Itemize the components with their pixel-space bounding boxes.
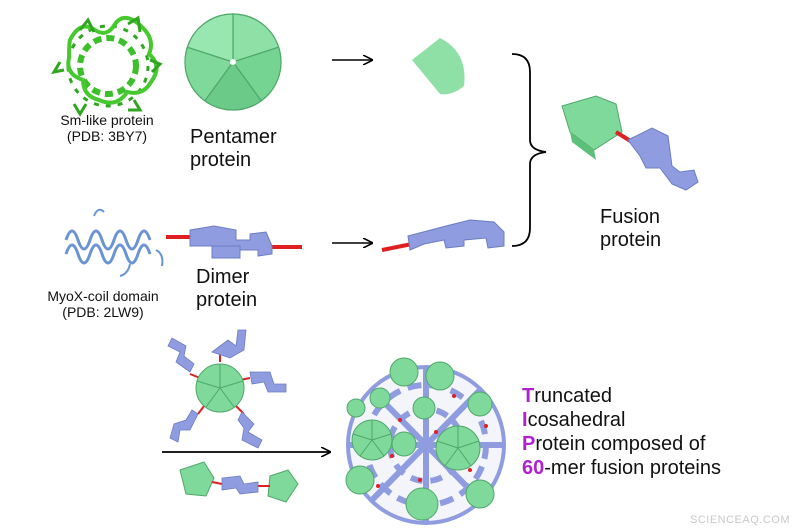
tip-row-1: Truncated <box>522 384 721 408</box>
myox-pdb: (PDB: 2LW9) <box>62 304 144 321</box>
pentamer-subunit <box>412 38 465 95</box>
tip-text-4: -mer fusion proteins <box>544 457 721 479</box>
pentamer-protein <box>184 13 282 111</box>
fusion-protein <box>561 95 699 191</box>
tip-row-4: 60-mer fusion proteins <box>522 456 721 480</box>
dimer-label-line2: protein <box>196 289 258 311</box>
pentamer-label-line1: Pentamer <box>190 126 277 148</box>
tip-accent-3: P <box>522 433 536 455</box>
sm-like-protein-label: Sm-like protein (PDB: 3BY7) <box>42 112 172 144</box>
linked-subunit-pair <box>179 461 299 503</box>
sm-like-ribbon-structure <box>50 15 163 117</box>
tip-accent-1: T <box>522 385 535 407</box>
tip-row-2: Icosahedral <box>522 408 721 432</box>
icosahedral-cage <box>345 357 506 525</box>
dimer-label-line1: Dimer <box>196 266 250 288</box>
sm-like-pdb: (PDB: 3BY7) <box>66 128 148 145</box>
pentamer-protein-label: Pentamer protein <box>190 126 277 172</box>
tip-text-1: runcated <box>534 385 613 407</box>
sm-like-name: Sm-like protein <box>60 112 154 128</box>
fusion-label-line1: Fusion <box>600 206 661 228</box>
tip-accent-2: I <box>522 409 528 431</box>
tip-text-3: rotein composed of <box>535 433 706 455</box>
pentamer-with-arms <box>167 329 287 449</box>
dimer-protein <box>166 225 302 259</box>
fusion-label-line2: protein <box>600 229 662 251</box>
fusion-protein-label: Fusion protein <box>600 206 661 252</box>
bracket <box>511 53 547 247</box>
pentamer-label-line2: protein <box>190 149 252 171</box>
dimer-protein-label: Dimer protein <box>196 266 257 312</box>
tip-accent-4: 60 <box>522 457 545 479</box>
tip-row-3: Protein composed of <box>522 432 721 456</box>
dimer-unit <box>381 219 505 252</box>
watermark: SCIENCEAQ.COM <box>689 514 790 526</box>
myox-coil-label: MyoX-coil domain (PDB: 2LW9) <box>28 288 178 320</box>
tip-caption: Truncated Icosahedral Protein composed o… <box>522 384 721 480</box>
myox-name: MyoX-coil domain <box>47 288 159 304</box>
myox-coil-ribbon-structure <box>64 208 164 277</box>
tip-text-2: cosahedral <box>527 409 626 431</box>
